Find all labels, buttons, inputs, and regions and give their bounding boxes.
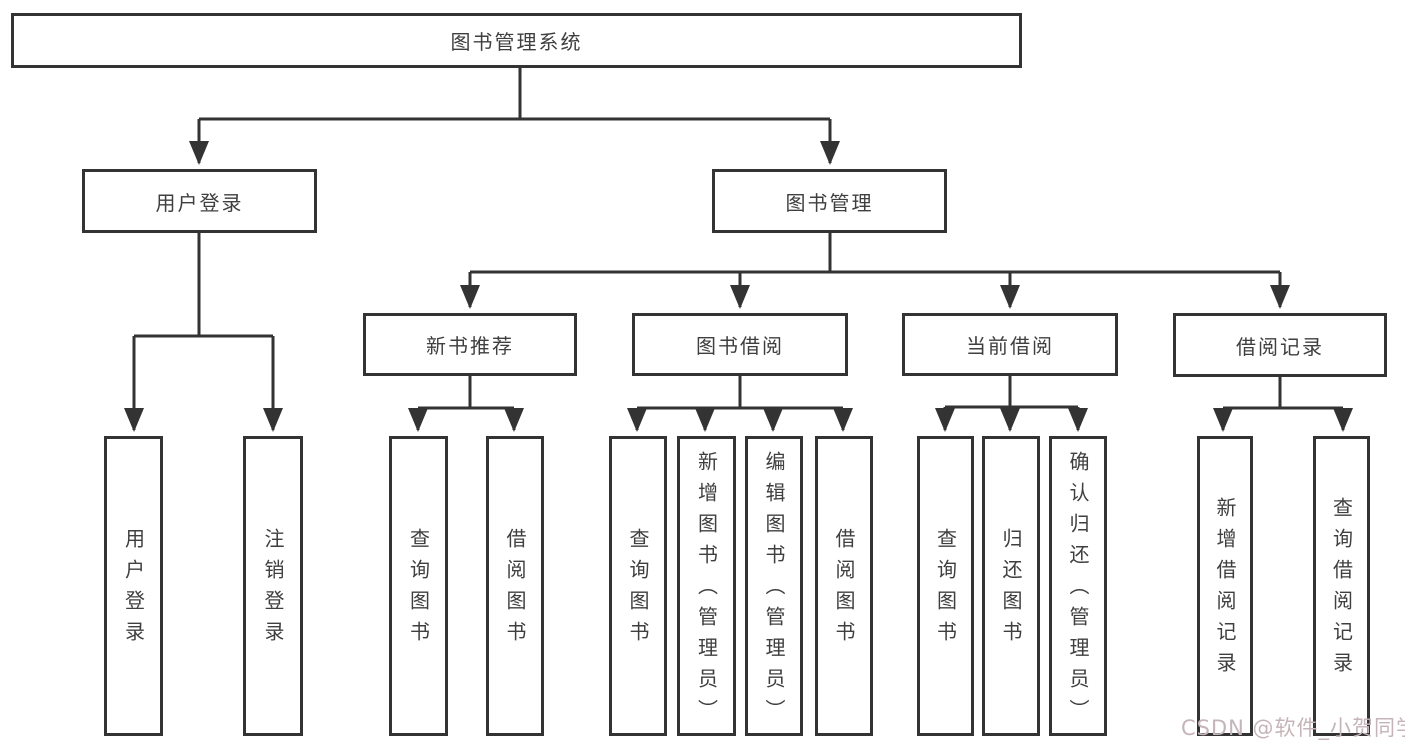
node-new-book-recommend: 新书推荐 (363, 313, 577, 376)
connector-newbook-stem (418, 376, 514, 410)
connector-current-stem (945, 376, 1078, 409)
node-borrow-records: 借阅记录 (1173, 313, 1387, 377)
leaf-borrow-books-recommend: 借阅图书 (486, 436, 544, 736)
node-root: 图书管理系统 (11, 13, 1022, 68)
leaf-return-books: 归还图书 (982, 436, 1040, 736)
leaf-query-books-current: 查询图书 (917, 436, 974, 736)
leaf-query-books-recommend: 查询图书 (389, 436, 448, 736)
connector-records-stem (1223, 377, 1343, 410)
leaf-logout-login: 注销登录 (243, 436, 303, 736)
leaf-edit-book-admin: 编辑图书（管理员） (745, 436, 803, 736)
node-user-login: 用户登录 (82, 169, 317, 233)
leaf-add-book-admin: 新增图书（管理员） (677, 436, 736, 736)
connector-borrowing-stem (637, 376, 843, 410)
leaf-confirm-return-admin: 确认归还（管理员） (1049, 436, 1107, 736)
node-current-borrowing: 当前借阅 (902, 313, 1118, 376)
connector-bookmgmt-stem (470, 233, 1280, 274)
connector-root-stem (199, 68, 830, 121)
leaf-query-borrow-record: 查询借阅记录 (1313, 436, 1370, 736)
leaf-add-borrow-record: 新增借阅记录 (1197, 436, 1253, 736)
node-book-management: 图书管理 (712, 169, 947, 233)
leaf-query-books-borrowing: 查询图书 (609, 436, 667, 736)
leaf-borrow-books-borrowing: 借阅图书 (815, 436, 873, 736)
leaf-user-login: 用户登录 (104, 436, 163, 736)
connector-userlogin-stem (134, 233, 273, 338)
node-book-borrowing: 图书借阅 (632, 313, 848, 376)
